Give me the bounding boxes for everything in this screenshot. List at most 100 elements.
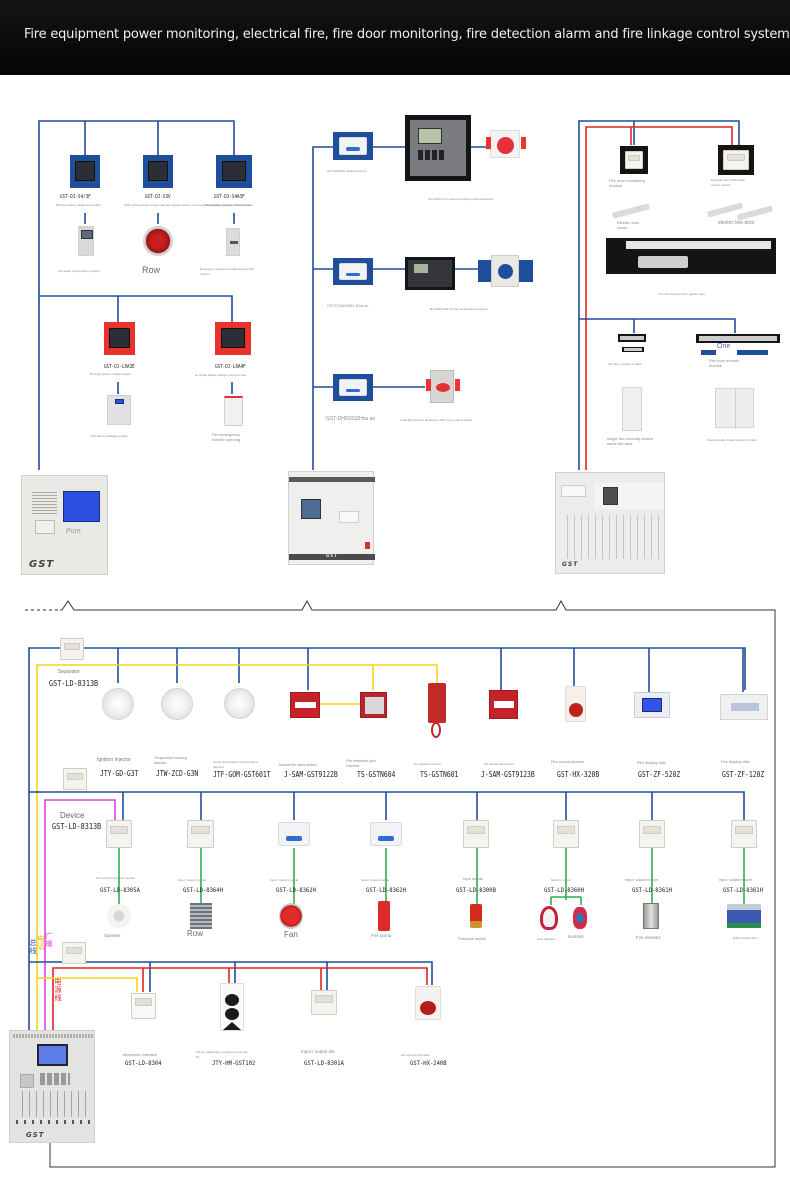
flame-detector[interactable] — [224, 688, 255, 719]
fireproof-door-control-module[interactable] — [718, 145, 754, 175]
residual-current-module[interactable] — [333, 132, 373, 160]
device-caption: telephone interface — [123, 1052, 158, 1057]
host-brand-text: Pure — [66, 528, 81, 535]
device-caption: Linear temperature sensing flame detecto… — [213, 760, 258, 769]
wire-label-bus: 总线 — [29, 940, 37, 955]
device-model: JTW-ZCD-G3N — [156, 769, 199, 778]
module-caption: Fire sound broadcast module — [96, 876, 135, 880]
load-label: Row — [187, 929, 204, 938]
io-module-shutter[interactable] — [731, 820, 757, 848]
load-caption: Emergency volume normally daw control sy… — [200, 267, 255, 276]
voltage-sensor-1[interactable] — [70, 155, 100, 188]
fire-door-monitoring-host[interactable]: GST — [555, 472, 665, 574]
io-module[interactable] — [187, 820, 214, 848]
module-model: GST-LD-8361H — [632, 886, 672, 894]
io-module-elevator[interactable] — [639, 820, 665, 848]
switch-module[interactable] — [553, 820, 579, 848]
device-model: GST-LD-8304 — [125, 1059, 162, 1067]
device-caption: Fire detection alarm button — [484, 763, 514, 766]
separator-module[interactable] — [60, 638, 84, 660]
sensor-model: GST-DJ-S3V — [145, 194, 171, 200]
electrical-fire-host[interactable]: GST — [288, 471, 375, 565]
fan-icon — [279, 903, 303, 929]
io-module-bottom[interactable] — [311, 990, 337, 1015]
voltage-sensor-2[interactable] — [143, 155, 173, 188]
wire-fire-door-bus-blue — [578, 120, 740, 470]
page-title: Fire equipment power monitoring, electri… — [24, 27, 790, 42]
wire-label-broadcast: 广播 — [45, 933, 53, 948]
host-screen — [603, 487, 618, 505]
exhaust-louver-icon — [190, 903, 212, 929]
fire-alarm-cabinet — [107, 395, 131, 425]
temperature-module[interactable] — [333, 258, 373, 285]
fire-alarm-controller[interactable]: GST — [9, 1030, 95, 1143]
fire-display-panel-120z[interactable] — [720, 694, 768, 720]
double-fire-door-image — [715, 388, 754, 429]
fire-door-monitoring-module[interactable] — [620, 146, 648, 174]
device-caption: Fire display disk — [721, 759, 750, 764]
sound-light-alarm-240b[interactable] — [415, 986, 441, 1020]
bottom-separator-module[interactable] — [62, 942, 86, 964]
device-model: GST-HX-320B — [557, 770, 600, 779]
host-screen — [301, 499, 321, 519]
load-caption: Flow indicator — [537, 937, 556, 941]
io-module-pump[interactable] — [370, 822, 402, 846]
sensor-caption: Bi three-phase voltage transmitter — [56, 203, 102, 207]
magnet-label-one: One — [717, 343, 731, 350]
sound-light-alarm[interactable] — [565, 686, 586, 722]
device-separator-module[interactable] — [63, 768, 87, 790]
detector-caption: L-DH-8Q series to all electric drain typ… — [400, 418, 473, 422]
door-caption: Dual normally closed window for door — [707, 438, 757, 442]
device-caption: Input / output die — [301, 1049, 335, 1054]
wire-electrical-fire-links — [373, 146, 488, 388]
load-caption: Fire pump — [371, 933, 392, 938]
magnet-caption: Fire door monitor module — [709, 358, 740, 368]
fire-display-panel-520z[interactable] — [634, 692, 670, 718]
device-caption: Temperature sensing detector — [154, 756, 187, 765]
emergency-control-cabinet — [226, 228, 240, 256]
temperature-detector[interactable] — [161, 688, 193, 720]
module-model: GST-LD-8300B — [456, 886, 496, 894]
voltage-current-sensor-3[interactable] — [216, 155, 252, 188]
io-module-fan[interactable] — [278, 822, 310, 846]
smoke-detector[interactable] — [102, 688, 134, 720]
fire-alarm-button[interactable] — [489, 690, 518, 719]
load-label-row: Row — [142, 265, 161, 275]
manual-fire-alarm-button[interactable] — [290, 692, 320, 718]
device-model: JTF-GOM-GST601T — [213, 770, 271, 779]
beam-smoke-detector[interactable] — [220, 983, 244, 1031]
wire-power-red — [52, 967, 428, 1030]
leakage-module[interactable] — [333, 374, 373, 401]
wire-loop-bus-bottom — [29, 961, 433, 992]
device-model: TS-GSTN601 — [420, 770, 459, 779]
module-caption: GST-DTSAR4811 Zhou ao — [327, 304, 369, 308]
detector-caption: BL-AMR DGE Nimble temperature detector — [430, 307, 488, 311]
module-caption: Input / output module — [270, 878, 299, 882]
detector-caption: GT-G/M/OL-0.5 series remaining current d… — [428, 197, 494, 201]
wire-label-telephone: 电话 — [37, 936, 45, 951]
door-caption: single fan normally closed stone fire do… — [607, 436, 654, 446]
single-phase-voltage-sensor[interactable] — [104, 322, 135, 355]
header-banner: Fire equipment power monitoring, electri… — [0, 0, 790, 75]
speaker-icon — [107, 904, 131, 928]
module-caption: Input / output module — [178, 878, 207, 882]
device-model: J-SAM-GST9122B — [284, 770, 338, 779]
power-monitoring-host[interactable]: Pure GST — [21, 475, 108, 575]
module-model: GST-LD-8364H — [183, 886, 223, 894]
wire-power-monitor-bus-2 — [39, 295, 233, 324]
telephone-jack[interactable] — [360, 692, 387, 718]
roller-shutter-icon — [727, 904, 761, 928]
residual-current-detector-panel[interactable] — [405, 115, 471, 181]
wire-telephone — [36, 664, 438, 1030]
fire-telephone-handset[interactable] — [428, 683, 446, 723]
single-phase-voltage-current-sensor[interactable] — [215, 322, 251, 355]
closer-caption: Electric door closer — [617, 220, 640, 230]
temperature-detector-panel[interactable] — [405, 257, 455, 290]
device-caption: The line-shaped light is enough for smok… — [196, 1051, 248, 1059]
device-caption: Fire telephone extension — [414, 763, 442, 766]
telephone-interface-module[interactable] — [131, 993, 156, 1019]
broadcast-module[interactable] — [106, 820, 132, 848]
concealed-door-closer-image — [606, 238, 776, 274]
sensor-model: GST-DJ-S4/3F — [60, 194, 91, 200]
input-module[interactable] — [463, 820, 489, 848]
